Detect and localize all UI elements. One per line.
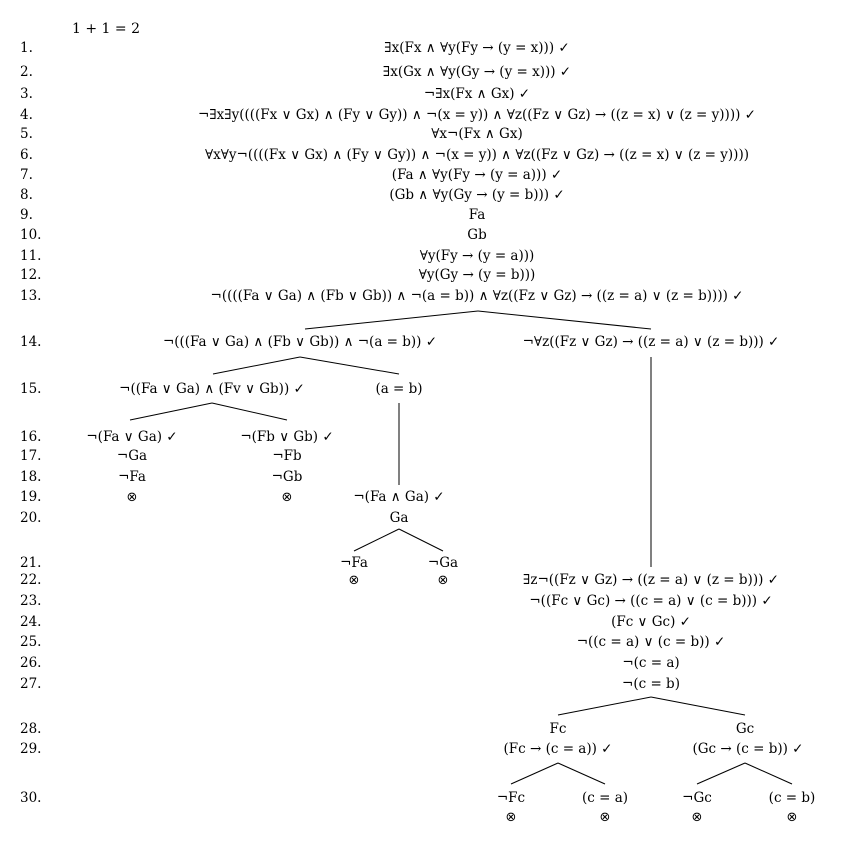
line-number: 11. xyxy=(20,248,42,264)
edge-29-30-c xyxy=(696,762,746,785)
formula-line-28-right: Gc xyxy=(735,721,755,737)
formula-line-20: Ga xyxy=(389,510,409,526)
closed-branch-marker: ⊗ xyxy=(505,810,517,825)
line-number: 2. xyxy=(20,64,33,80)
formula-line-6: ∀x∀y¬((((Fx ∨ Gx) ∧ (Fy ∨ Gy)) ∧ ¬(x = y… xyxy=(205,147,749,163)
formula-line-3: ¬∃x(Fx ∧ Gx) ✓ xyxy=(423,86,531,102)
edge-14-15-left xyxy=(212,356,301,375)
edge-29-30-b xyxy=(557,762,606,785)
formula-line-10: Gb xyxy=(467,227,487,243)
formula-line-1: ∃x(Fx ∧ ∀y(Fy → (y = x))) ✓ xyxy=(384,40,570,56)
line-number: 23. xyxy=(20,593,42,609)
formula-line-16-left: ¬(Fa ∨ Ga) ✓ xyxy=(86,429,178,445)
closed-branch-marker: ⊗ xyxy=(281,490,293,505)
edge-29-30-d xyxy=(744,762,793,785)
formula-line-17-left: ¬Ga xyxy=(116,448,148,464)
line-number: 5. xyxy=(20,126,33,142)
line-number: 19. xyxy=(20,489,42,505)
closed-branch-marker: ⊗ xyxy=(599,810,611,825)
closed-branch-marker: ⊗ xyxy=(691,810,703,825)
line-number: 6. xyxy=(20,147,33,163)
line-number: 25. xyxy=(20,634,42,650)
formula-line-5: ∀x¬(Fx ∧ Gx) xyxy=(431,126,523,142)
line-number: 8. xyxy=(20,187,33,203)
formula-line-22: ∃z¬((Fz ∨ Gz) → ((z = a) ∨ (z = b))) ✓ xyxy=(523,572,779,588)
formula-line-14-left: ¬(((Fa ∨ Ga) ∧ (Fb ∨ Gb)) ∧ ¬(a = b)) ✓ xyxy=(162,334,438,350)
formula-line-21-left: ¬Fa xyxy=(340,555,368,571)
line-number: 10. xyxy=(20,227,42,243)
formula-line-18-left: ¬Fa xyxy=(118,469,146,485)
closed-branch-marker: ⊗ xyxy=(786,810,798,825)
formula-line-19: ¬(Fa ∧ Ga) ✓ xyxy=(353,489,445,505)
line-number: 18. xyxy=(20,469,42,485)
line-number: 17. xyxy=(20,448,42,464)
line-number: 22. xyxy=(20,572,42,588)
formula-line-30-d: (c = b) xyxy=(768,790,816,806)
formula-line-15-left: ¬((Fa ∨ Ga) ∧ (Fv ∨ Gb)) ✓ xyxy=(119,381,305,397)
formula-line-14-right: ¬∀z((Fz ∨ Gz) → ((z = a) ∨ (z = b))) ✓ xyxy=(522,334,780,350)
line-number: 20. xyxy=(20,510,42,526)
edge-29-30-a xyxy=(510,762,559,785)
formula-line-4: ¬∃x∃y((((Fx ∨ Gx) ∧ (Fy ∨ Gy)) ∧ ¬(x = y… xyxy=(198,107,756,123)
edge-13-14-left xyxy=(304,310,479,330)
formula-line-12: ∀y(Gy → (y = b))) xyxy=(418,267,536,283)
formula-line-7: (Fa ∧ ∀y(Fy → (y = a))) ✓ xyxy=(391,167,563,183)
formula-line-30-c: ¬Gc xyxy=(682,790,712,806)
formula-line-21-right: ¬Ga xyxy=(427,555,459,571)
proof-title: 1 + 1 = 2 xyxy=(72,21,140,37)
edge-15-16-right xyxy=(211,402,288,421)
line-number: 27. xyxy=(20,676,42,692)
edge-27-28-right xyxy=(650,696,746,716)
formula-line-25: ¬((c = a) ∨ (c = b)) ✓ xyxy=(576,634,726,650)
formula-line-26: ¬(c = a) xyxy=(622,655,680,671)
formula-line-18-right: ¬Gb xyxy=(271,469,303,485)
line-number: 24. xyxy=(20,614,42,630)
formula-line-30-b: (c = a) xyxy=(581,790,629,806)
formula-line-23: ¬((Fc ∨ Gc) → ((c = a) ∨ (c = b))) ✓ xyxy=(529,593,773,609)
line-number: 12. xyxy=(20,267,42,283)
line-number: 7. xyxy=(20,167,33,183)
formula-line-17-right: ¬Fb xyxy=(272,448,302,464)
edge-27-28-left xyxy=(557,696,652,716)
formula-line-24: (Fc ∨ Gc) ✓ xyxy=(611,614,691,630)
formula-line-29-left: (Fc → (c = a)) ✓ xyxy=(503,741,613,757)
closed-branch-marker: ⊗ xyxy=(126,490,138,505)
line-number: 28. xyxy=(20,721,42,737)
formula-line-15-right: (a = b) xyxy=(375,381,423,397)
formula-line-9: Fa xyxy=(468,207,486,223)
line-number: 9. xyxy=(20,207,33,223)
line-number: 21. xyxy=(20,555,42,571)
line-number: 13. xyxy=(20,288,42,304)
edge-14-15-right xyxy=(299,356,400,375)
edge-13-14-right xyxy=(477,310,652,330)
edge-20-21-right xyxy=(398,528,444,552)
formula-line-27: ¬(c = b) xyxy=(622,676,680,692)
formula-line-2: ∃x(Gx ∧ ∀y(Gy → (y = x))) ✓ xyxy=(382,64,572,80)
closed-branch-marker: ⊗ xyxy=(437,573,449,588)
formula-line-11: ∀y(Fy → (y = a))) xyxy=(419,248,535,264)
formula-line-16-right: ¬(Fb ∨ Gb) ✓ xyxy=(240,429,334,445)
line-number: 30. xyxy=(20,790,42,806)
formula-line-29-right: (Gc → (c = b)) ✓ xyxy=(692,741,804,757)
line-number: 15. xyxy=(20,381,42,397)
line-number: 3. xyxy=(20,86,33,102)
edge-15-16-left xyxy=(129,402,213,421)
line-number: 26. xyxy=(20,655,42,671)
line-number: 16. xyxy=(20,429,42,445)
formula-line-30-a: ¬Fc xyxy=(496,790,526,806)
formula-line-8: (Gb ∧ ∀y(Gy → (y = b))) ✓ xyxy=(389,187,565,203)
line-number: 14. xyxy=(20,334,42,350)
formula-line-13: ¬((((Fa ∨ Ga) ∧ (Fb ∨ Gb)) ∧ ¬(a = b)) ∧… xyxy=(210,288,744,304)
line-number: 29. xyxy=(20,741,42,757)
line-number: 1. xyxy=(20,40,33,56)
closed-branch-marker: ⊗ xyxy=(348,573,360,588)
edge-20-21-left xyxy=(353,528,400,552)
line-number: 4. xyxy=(20,107,33,123)
formula-line-28-left: Fc xyxy=(549,721,567,737)
